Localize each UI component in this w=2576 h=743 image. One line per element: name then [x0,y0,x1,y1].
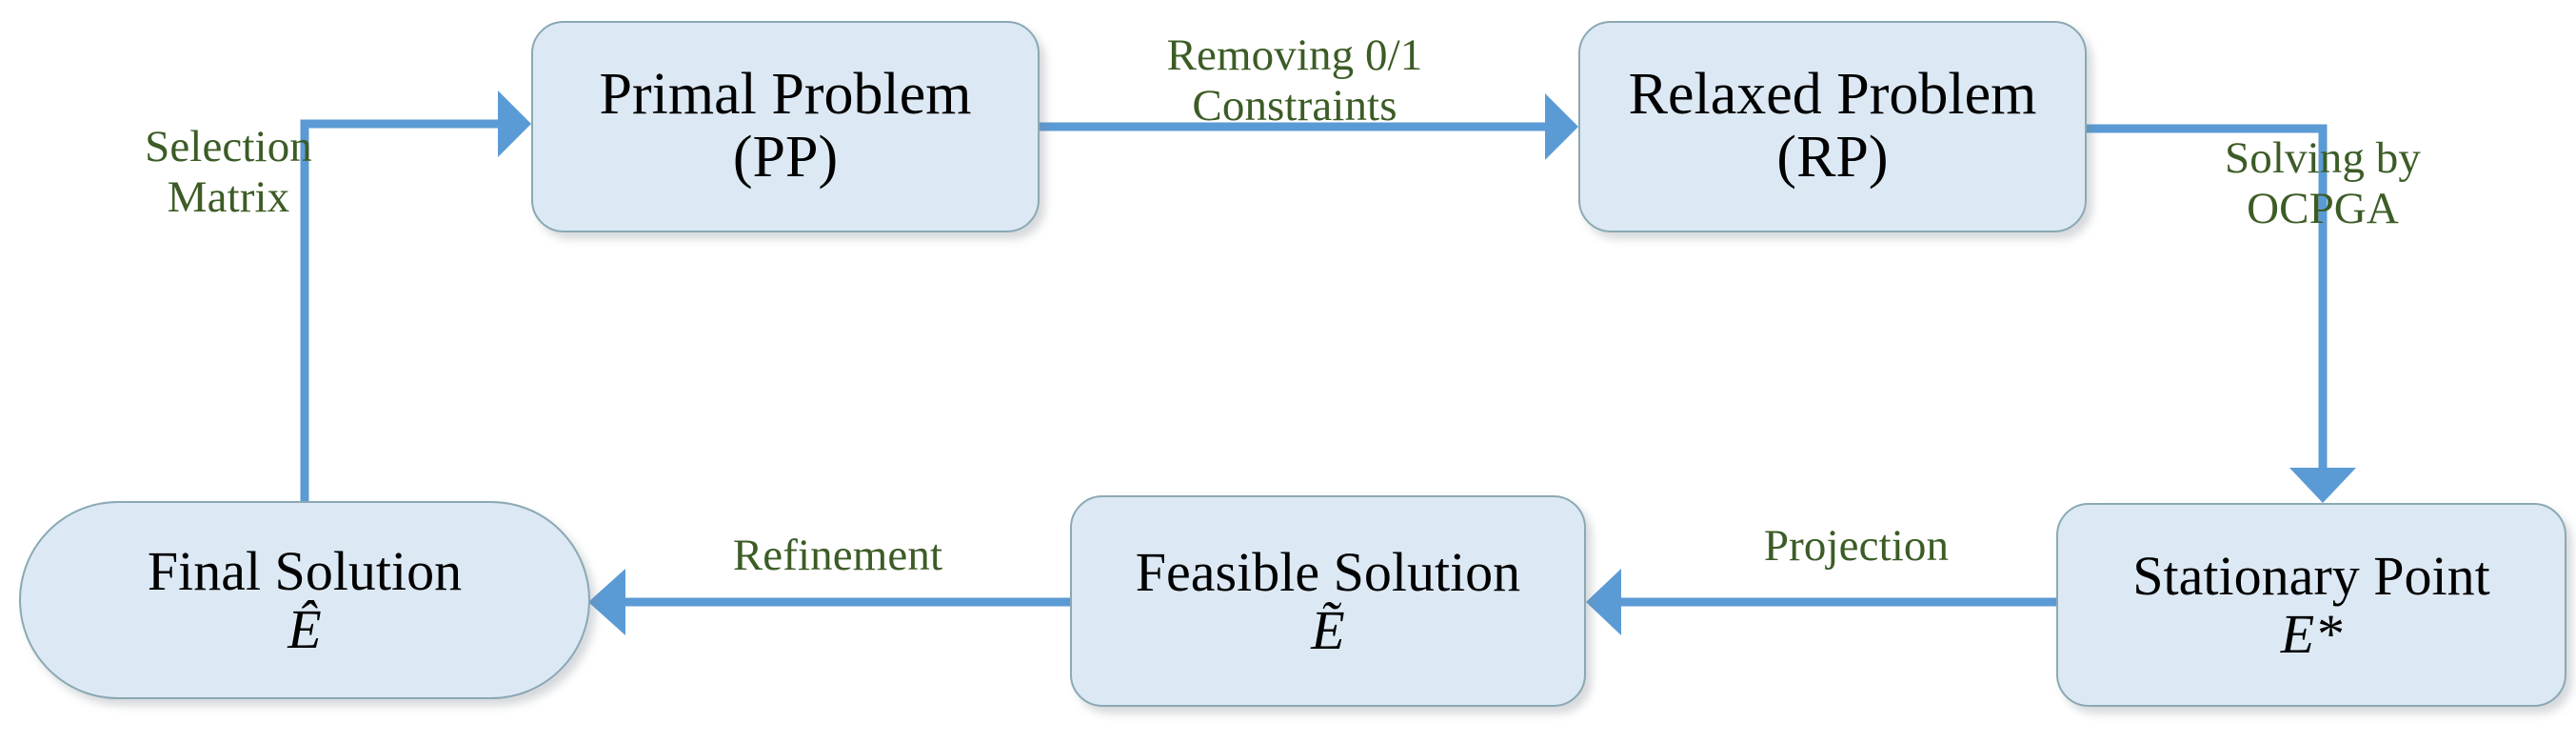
edge-label-removing-constraints: Removing 0/1 Constraints [1166,30,1423,131]
node-final-solution[interactable]: Final Solution Ê [19,501,590,699]
edge-label-selection-matrix: Selection Matrix [145,122,312,222]
node-final-solution-symbol: Ê [287,598,322,660]
node-feasible-solution-symbol: Ẽ [1311,599,1345,661]
node-feasible-solution[interactable]: Feasible Solution Ẽ [1070,495,1586,707]
edge-label-solving-by-ocpga: Solving by OCPGA [2224,133,2421,233]
node-primal-problem-line2: (PP) [732,125,839,190]
edge-label-refinement: Refinement [732,531,943,580]
node-relaxed-problem[interactable]: Relaxed Problem (RP) [1578,21,2087,232]
edge-sp-to-fs [1586,569,2056,635]
node-relaxed-problem-line2: (RP) [1776,125,1889,190]
node-stationary-point-symbol: E* [2280,603,2343,665]
node-relaxed-problem-line1: Relaxed Problem [1628,62,2037,128]
node-primal-problem-line1: Primal Problem [599,62,972,128]
node-primal-problem[interactable]: Primal Problem (PP) [531,21,1040,232]
edge-label-projection: Projection [1763,521,1950,571]
node-feasible-solution-line1: Feasible Solution [1135,540,1521,603]
node-final-solution-line1: Final Solution [147,539,463,602]
node-stationary-point-line1: Stationary Point [2132,544,2490,607]
node-stationary-point[interactable]: Stationary Point E* [2056,503,2566,707]
